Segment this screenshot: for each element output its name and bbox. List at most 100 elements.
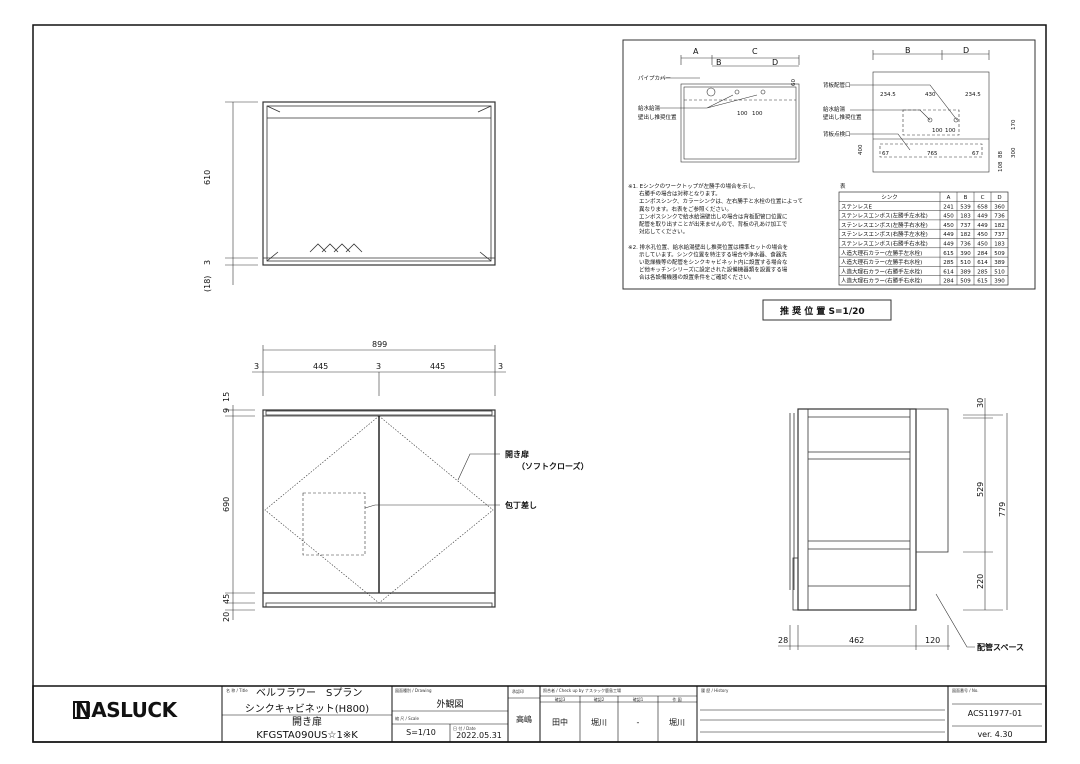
table-cell: 389 xyxy=(960,269,971,275)
table-cell: 449 xyxy=(943,242,954,248)
notes: ※1. Eシンクのワークトップが左勝手の場合を示し、 右勝手の場合は対称となりま… xyxy=(628,182,803,281)
plan-dim-60: 60 xyxy=(791,79,797,86)
back-dim-67a: 67 xyxy=(882,151,889,157)
pipe-cover-label: パイプカバー xyxy=(638,75,671,82)
plan-dim-D: D xyxy=(772,58,778,67)
table-cell: 182 xyxy=(960,232,971,238)
note-line: い乾燥機等の配管をシンクキャビネット内に設置する場合な xyxy=(628,258,788,266)
check-label: 照合者 / Check up by ナスラック鹿島工場 xyxy=(543,687,621,693)
check-col-label: 確認3 xyxy=(555,696,566,702)
note-line: ※2. 排水孔位置、給水給湯壁出し推奨位置は標準セットの場合を xyxy=(628,243,788,251)
inspect-port-label: 背板点検口 xyxy=(823,130,851,138)
recommend-scale-label: 推 奨 位 置 S=1/20 xyxy=(780,305,865,317)
back-dim-300: 300 xyxy=(1011,147,1017,158)
check-col-label: 確認1 xyxy=(633,696,644,702)
check-col-value: 堀川 xyxy=(591,718,607,727)
plan-dim-100b: 100 xyxy=(752,111,763,117)
front-height: 690 xyxy=(222,497,231,512)
note-line: エンボスシンク、カラーシンクは、左右勝手と水栓の位置によって xyxy=(628,197,803,205)
table-cell: 284 xyxy=(943,279,954,285)
back-dim-100b: 100 xyxy=(945,128,956,134)
back-dim-r: 234.5 xyxy=(965,92,981,98)
note-line: 配管を取り出すことが出来ませんので、背板の孔あけ加工で xyxy=(628,220,788,228)
back-dim-l: 234.5 xyxy=(880,92,896,98)
back-dim-m: 430 xyxy=(925,92,936,98)
drawing-no-label: 図面番号 / No. xyxy=(952,687,979,693)
plan-water-label: 給水給湯 xyxy=(638,104,661,112)
side-view xyxy=(778,398,1008,650)
table-cell: 人造大理石カラー(左勝手左水栓) xyxy=(841,249,922,257)
scale-label: 縮 尺 / Scale xyxy=(395,715,419,721)
side-upper-dim: 529 xyxy=(976,482,985,497)
table-cell: 736 xyxy=(960,242,971,248)
knife-holder-callout: 包丁差し xyxy=(504,500,537,510)
plan-depth-dim: 610 xyxy=(203,170,212,185)
title-block xyxy=(32,685,1047,743)
front-plinth: 20 xyxy=(222,612,231,622)
table-cell: 450 xyxy=(977,242,988,248)
table-cell: 390 xyxy=(994,279,1005,285)
back-dim-67c: 67 xyxy=(972,151,979,157)
side-top-dim: 30 xyxy=(976,398,985,408)
scale-value: S=1/10 xyxy=(406,728,436,737)
back-dim-B: B xyxy=(905,46,911,55)
table-cell: 360 xyxy=(994,204,1005,210)
table-header: A xyxy=(947,195,951,201)
back-water-label: 給水給湯 xyxy=(823,105,846,113)
nasluck-logo: NASLUCK xyxy=(73,698,179,722)
date-label: 日 付 / Date xyxy=(453,725,476,731)
note-line: 合は各設備機器の設置条件をご確認ください。 xyxy=(628,273,755,281)
back-dim-765: 765 xyxy=(927,151,938,157)
table-header: シンク xyxy=(881,194,898,201)
table-cell: 182 xyxy=(994,223,1005,229)
history-label: 履 歴 / History xyxy=(701,687,729,693)
table-cell: 450 xyxy=(943,214,954,220)
table-cell: ステンレスエンボス(左勝手右水栓) xyxy=(841,221,928,229)
note-line: 対応してください。 xyxy=(628,228,688,236)
side-rear-dim: 120 xyxy=(925,636,940,645)
note-line: エンボスシンクで給水給湯壁出しの場合は背板配管口位置に xyxy=(628,212,788,220)
date-value: 2022.05.31 xyxy=(456,731,502,740)
front-view xyxy=(225,345,506,620)
table-cell: 615 xyxy=(977,279,988,285)
title-label: 名 称 / Title xyxy=(226,687,248,693)
check-col-value: 堀川 xyxy=(669,718,685,727)
note-line: 示しています。シンク位置を特注する場合や浄水器、食器洗 xyxy=(628,250,787,258)
drawing-number: ACS11977-01 xyxy=(968,709,1023,718)
table-cell: 183 xyxy=(994,242,1005,248)
table-caption: 表 xyxy=(840,182,846,190)
table-cell: 450 xyxy=(977,232,988,238)
door-callout-sub: （ソフトクローズ） xyxy=(517,461,589,471)
side-depth-dim: 462 xyxy=(849,636,864,645)
front-total-width: 899 xyxy=(372,340,387,349)
side-lower-dim: 220 xyxy=(976,574,985,589)
check-col-value: - xyxy=(637,718,640,727)
back-dim-108: 108 xyxy=(998,161,1004,172)
back-pipe-port-label: 背板配管口 xyxy=(823,81,851,89)
table-cell: 人造大理石カラー(右勝手左水栓) xyxy=(841,267,922,275)
side-total-dim: 779 xyxy=(998,502,1007,517)
table-cell: 615 xyxy=(943,251,954,257)
back-dim-170: 170 xyxy=(1011,119,1017,130)
table-cell: ステンレスエンボス(右勝手左水栓) xyxy=(841,230,928,238)
table-cell: 737 xyxy=(994,232,1005,238)
plan-dim-C: C xyxy=(752,47,758,56)
note-line: 異なります。右表をご参照ください。 xyxy=(628,205,732,213)
back-dim-100a: 100 xyxy=(932,128,943,134)
front-door-right: 445 xyxy=(430,362,445,371)
check-col-value: 田中 xyxy=(552,717,568,727)
approve-label: 承認印 xyxy=(512,688,524,694)
sheet-border xyxy=(32,24,1047,743)
table-cell: 658 xyxy=(977,204,988,210)
title-line-2: シンクキャビネット(H800) xyxy=(245,703,370,715)
table-cell: 510 xyxy=(960,260,971,266)
table-cell: 737 xyxy=(960,223,971,229)
table-cell: 614 xyxy=(977,260,988,266)
logo-text: NASLUCK xyxy=(75,698,179,722)
side-front-dim: 28 xyxy=(778,636,788,645)
title-line-4: KFGSTA090US☆1※K xyxy=(256,730,358,741)
table-cell: 614 xyxy=(943,269,954,275)
check-col-label: 作 図 xyxy=(672,696,681,702)
table-cell: 449 xyxy=(977,214,988,220)
